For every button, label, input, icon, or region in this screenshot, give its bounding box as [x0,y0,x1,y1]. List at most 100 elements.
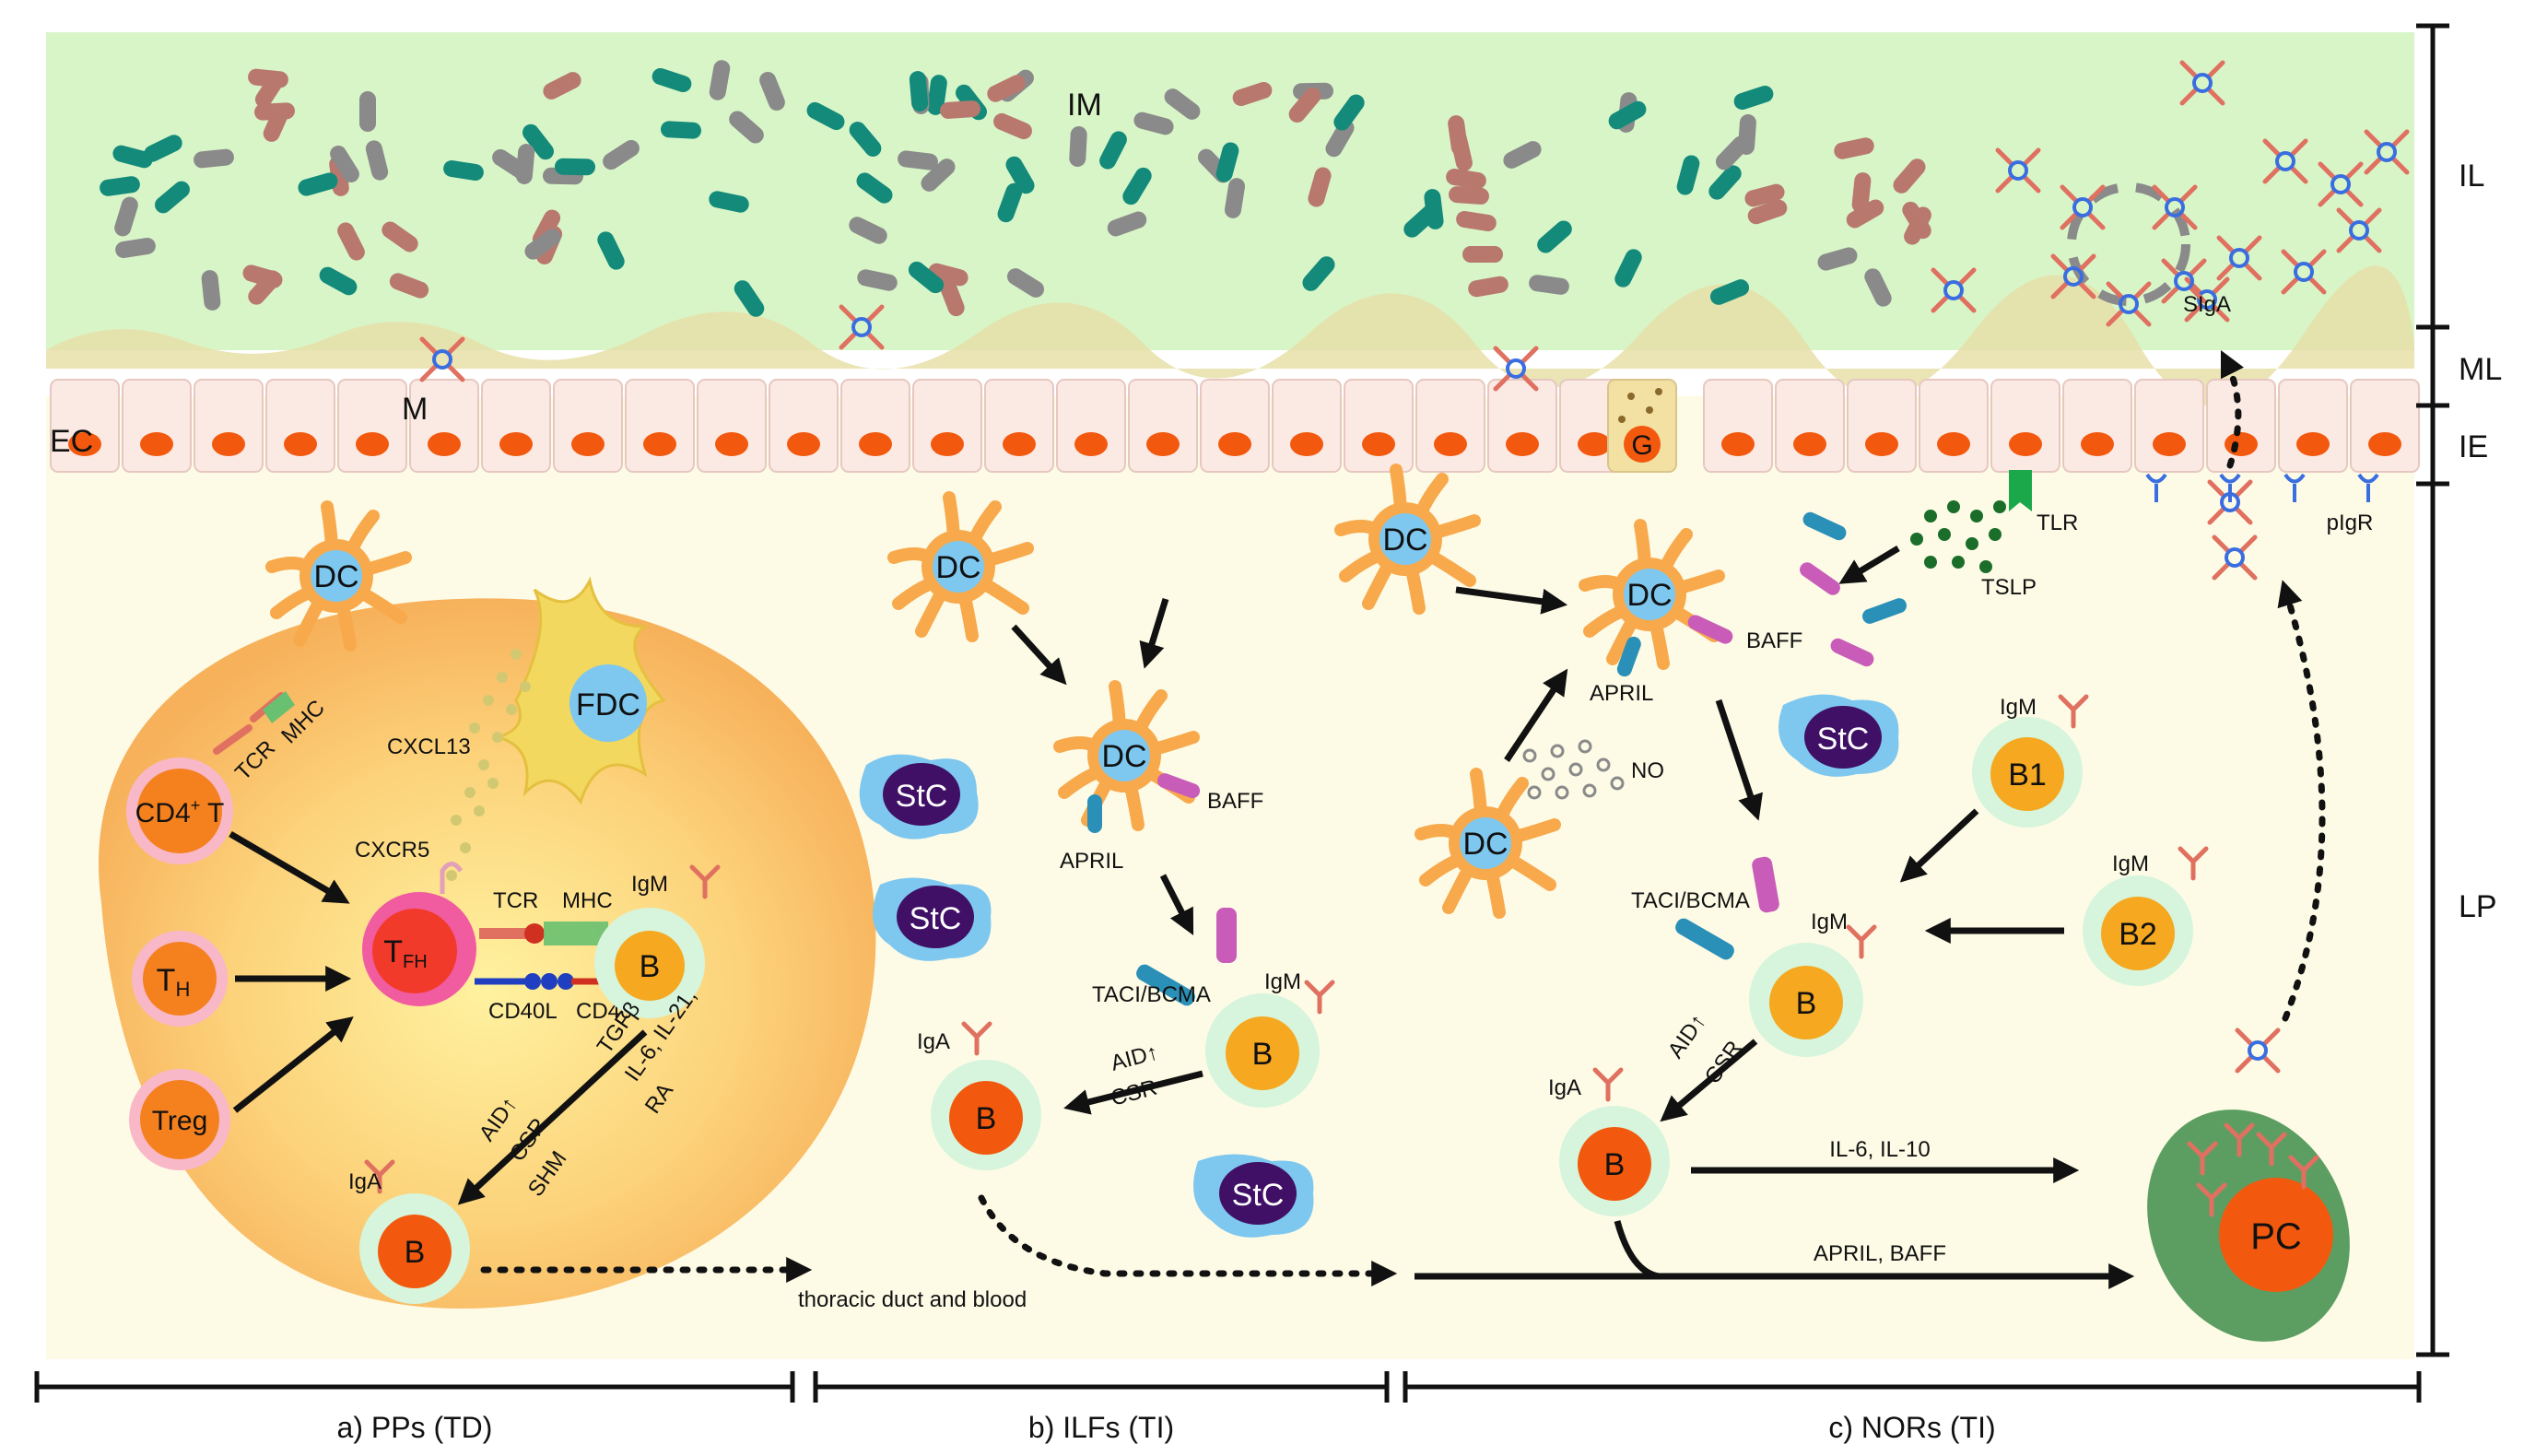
epithelial-nucleus [787,432,820,456]
b-cell-pp [594,867,718,1018]
section-brackets [34,1371,2422,1403]
epithelial-nucleus [499,432,533,456]
cxcl13-dots [437,649,531,909]
merge-curve [1614,1220,1660,1280]
epithelial-cell [194,379,264,473]
layer-scale [2416,23,2449,1357]
epithelial-cell [122,379,192,473]
april-ligand-ilf [1087,794,1102,833]
igm-ilf-label: IgM [1264,969,1301,994]
b1-cell [1972,697,2086,828]
epithelial-nucleus [2368,432,2401,456]
bacterium [939,100,981,120]
arrow-dc-to-b-ilf [1159,874,1194,935]
epithelial-cell [265,379,335,473]
arrow-pigr-to-lumen [2220,349,2245,469]
epithelial-cell [912,379,982,473]
stc-4 [1779,694,1899,777]
tlr-receptor [2009,470,2032,511]
pigr-label: pIgR [2327,511,2374,535]
no-label: NO [1631,758,1664,783]
epithelial-cell [1056,379,1126,473]
m-cell-label: M [402,392,428,427]
epithelial-cell [1415,379,1485,473]
cxcr5-receptor [440,862,464,894]
epithelial-cell [553,379,623,473]
arrow-cd4-to-tfh [229,830,350,904]
bacterium [660,120,702,140]
arrow-treg-to-tfh [232,1016,354,1113]
iga-pp-label: IgA [348,1169,382,1194]
igm-nor-label: IgM [1811,910,1848,934]
goblet-label: G [1631,430,1652,461]
arrow-b-to-iga-pp [457,1029,648,1205]
stc-2-label: StC [910,901,962,936]
epithelial-nucleus [1003,432,1036,456]
tcr-label-synapse: TCR [493,888,538,913]
ec-label: EC [50,424,93,459]
epithelial-cell [697,379,767,473]
bacterium [359,91,376,132]
epithelial-nucleus [1434,432,1467,456]
tfh-label: TFH [383,934,427,972]
epithelial-cell [1919,379,1989,473]
cxcr5-label: CXCR5 [355,838,429,863]
epithelial-nucleus [212,432,245,456]
tcr-mhc-synapse [479,922,608,945]
dc-nor-bottom-label: DC [1462,827,1508,862]
dc-pp-label: DC [313,559,358,594]
siga-label: SIgA [2183,292,2231,317]
epithelial-nucleus [1146,432,1180,456]
b-cell-ilf [1205,982,1332,1108]
epithelial-nucleus [931,432,964,456]
b2-cell [2083,849,2206,986]
epithelial-cell [625,379,695,473]
epithelial-cell [50,379,120,473]
arrow-ilf-to-circulation [978,1194,1398,1286]
baff-nor-label: BAFF [1746,628,1802,653]
epithelial-cell [1703,379,1773,473]
arrow-dc-to-dc-ilf-1 [1011,624,1067,686]
section-label-nor: c) NORs (TI) [1828,1411,1995,1444]
epithelial-nucleus [1218,432,1251,456]
mhc-label-synapse: MHC [562,888,613,913]
epithelial-nucleus [2153,432,2186,456]
dc-ilf-top-label: DC [935,550,980,585]
epithelial-cell [2278,379,2348,473]
stc-3-label: StC [1232,1178,1285,1213]
taci-bcma-ilf [1136,908,1237,1006]
arrow-dc-to-dc-ilf-2 [1139,597,1169,669]
bacterium [554,158,596,176]
arrow-dc-to-dc-nor [1455,586,1568,615]
arrow-dc-bottom-to-dc-nor [1504,668,1568,762]
goblet-cell: G [1607,379,1677,473]
no-dots [1522,739,1625,800]
epithelial-cell [1128,379,1198,473]
th-label: TH [157,963,191,1001]
secretory-iga-group [422,63,2407,389]
pc-label: PC [2250,1216,2302,1257]
epithelial-nucleus [1937,432,1970,456]
thoracic-label: thoracic duct and blood [798,1287,1027,1312]
epithelial-cell [1847,379,1917,473]
iga-b-cell-pp [359,1162,470,1304]
april-ligand-nor [1616,636,1641,677]
section-label-ilf: b) ILFs (TI) [1028,1411,1174,1444]
iga-b-pp-label: B [405,1235,426,1270]
stc-1-label: StC [896,779,948,814]
epithelial-cell [481,379,551,473]
region-label-ie: IE [2459,429,2488,464]
epithelial-nucleus [1074,432,1108,456]
mhc-shape-pp [263,691,295,723]
arrow-tslp-to-dc [1838,545,1900,584]
april-ilf-label: APRIL [1060,849,1123,874]
baff-ilf-label: BAFF [1207,789,1263,814]
epithelial-nucleus [2225,432,2258,456]
epithelial-nucleus [2009,432,2042,456]
cd40l-label: CD40L [488,999,558,1024]
b1-label: B1 [2008,757,2047,793]
epithelial-cell [2134,379,2204,473]
bacterium [1462,246,1503,263]
iga-nor-label: IgA [1548,1075,1581,1100]
